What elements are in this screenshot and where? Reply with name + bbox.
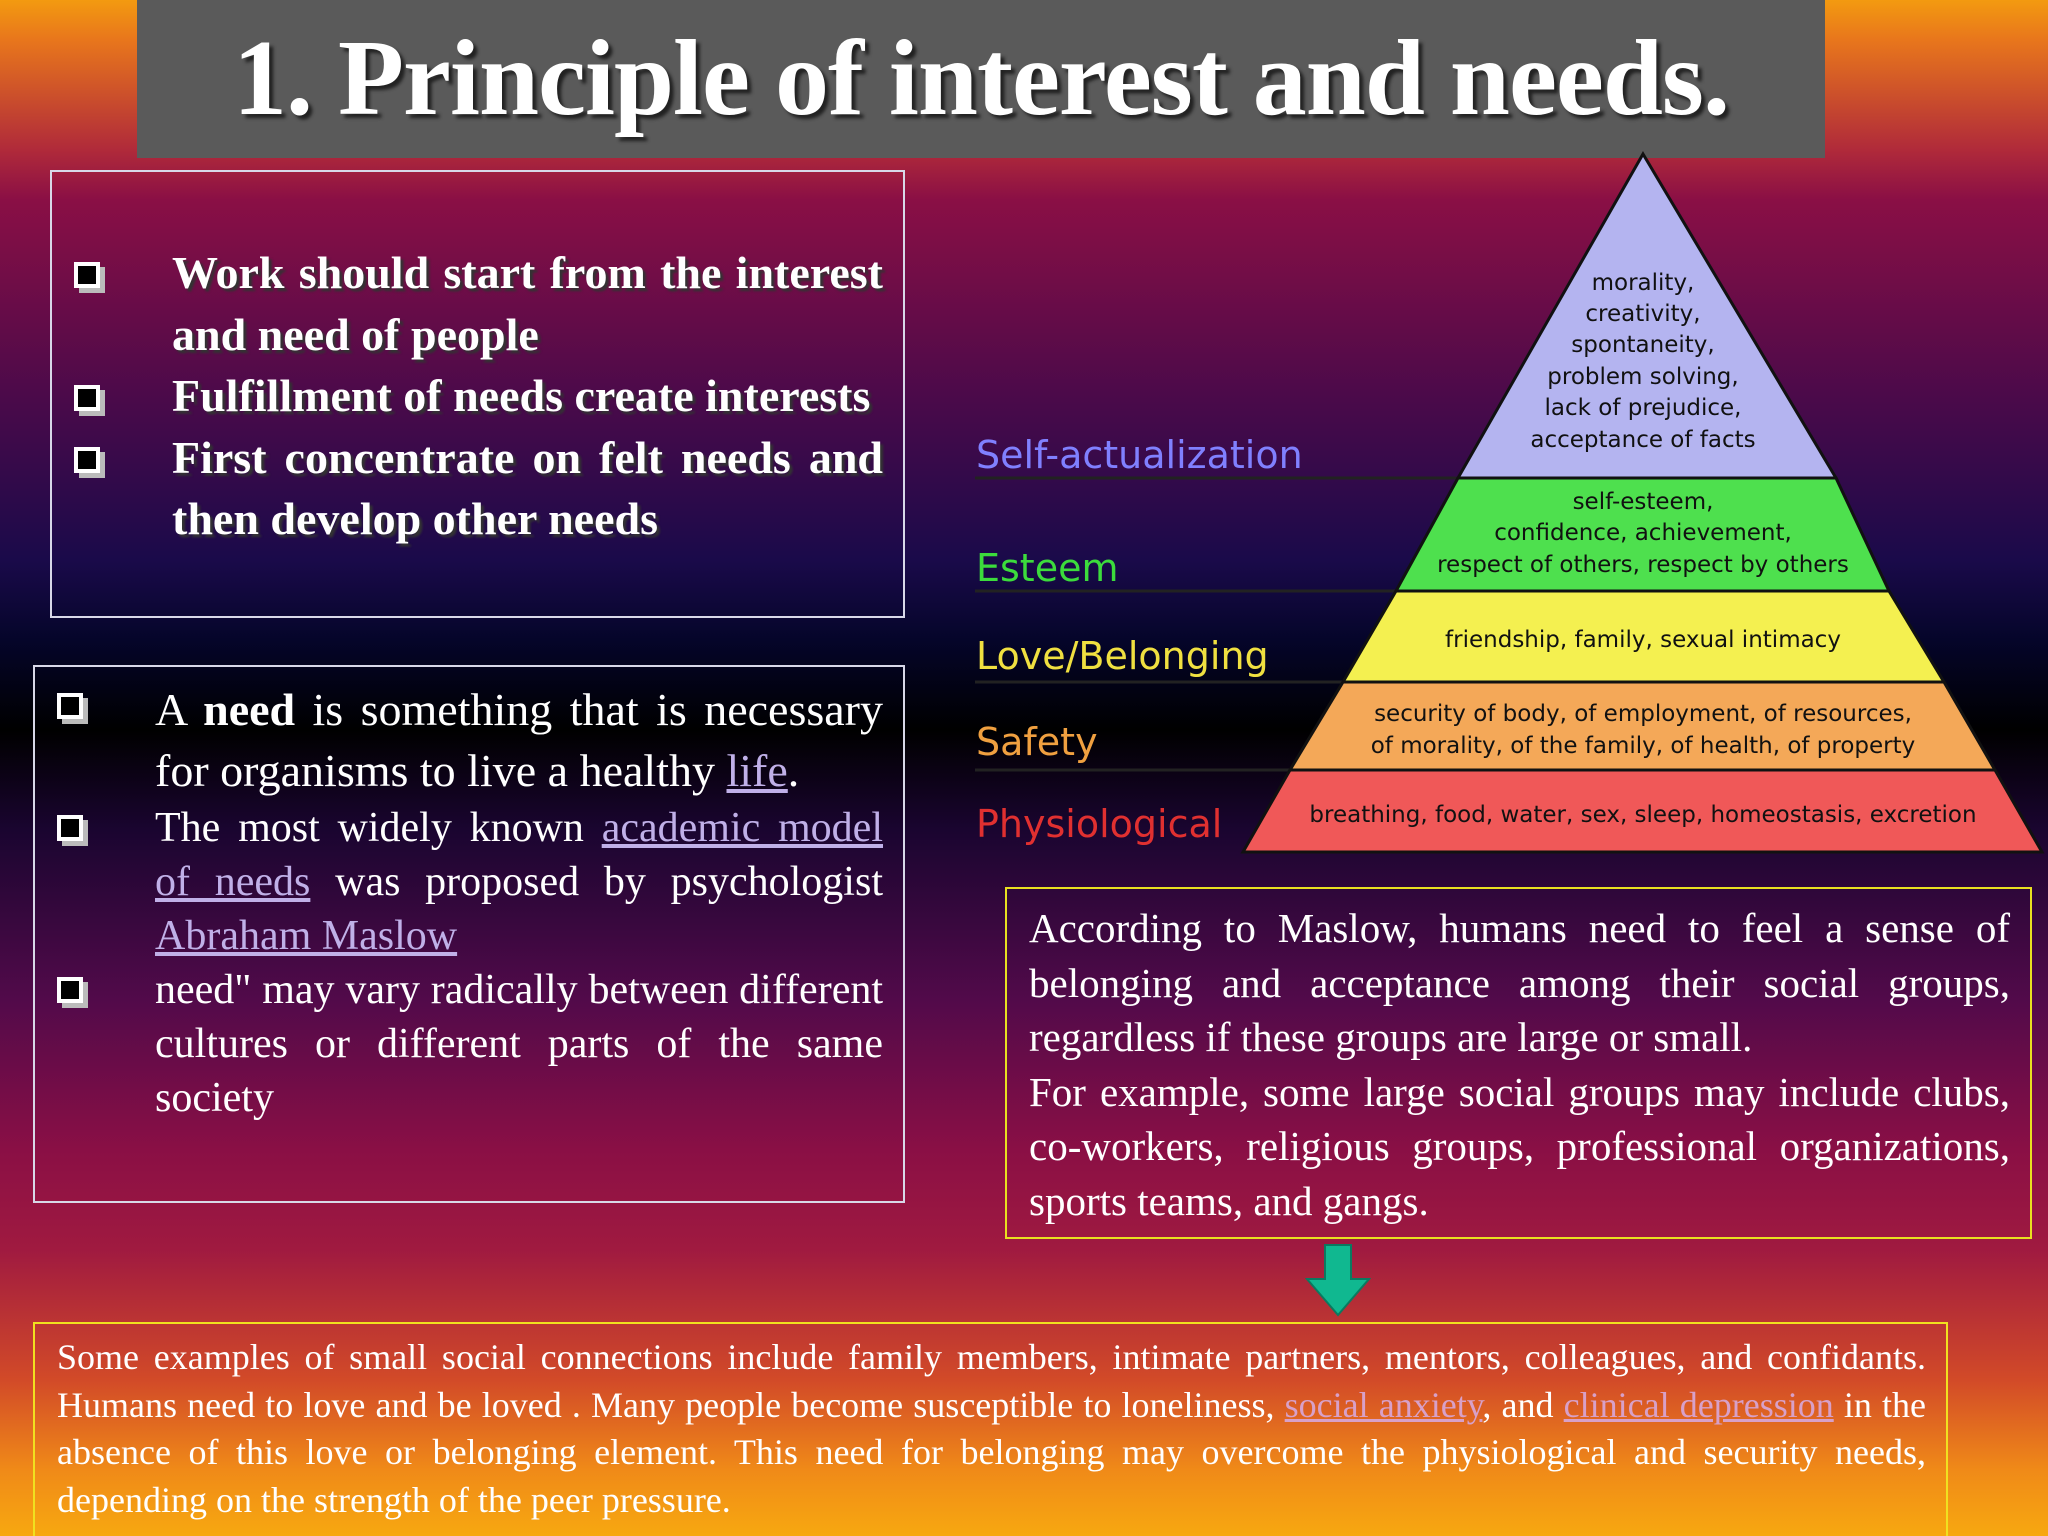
bullet-text: Work should start from the interest and … — [172, 247, 883, 360]
tier-text: problem solving, — [1547, 364, 1738, 390]
tier-text: self-esteem, — [1573, 489, 1714, 515]
abraham-maslow-link[interactable]: Abraham Maslow — [155, 913, 458, 959]
tier-text: security of body, of employment, of reso… — [1374, 701, 1912, 727]
tier-text: creativity, — [1585, 301, 1700, 327]
life-link[interactable]: life — [726, 745, 788, 796]
text-part: in the absence of this love or belonging… — [57, 1384, 1926, 1520]
tier-text: respect of others, respect by others — [1437, 552, 1849, 578]
level-label-physiological: Physiological — [976, 802, 1223, 846]
bullet-item: Work should start from the interest and … — [72, 242, 883, 365]
pyramid-diagram: morality, creativity, spontaneity, probl… — [975, 151, 2045, 854]
academic-model-link[interactable]: academic model of needs — [155, 805, 883, 905]
need-definition-box: A need is something that is necessary fo… — [33, 665, 905, 1203]
checkbox-bullet-icon — [57, 693, 83, 719]
bullet-item: The most widely known academic model of … — [55, 801, 883, 963]
checkbox-bullet-icon — [57, 977, 83, 1003]
social-anxiety-link[interactable]: social anxiety — [1284, 1384, 1483, 1425]
bullet-text: The most widely known academic model of … — [155, 801, 883, 963]
level-label-safety: Safety — [976, 720, 1098, 764]
text-part: A — [155, 684, 204, 735]
tier-text: acceptance of facts — [1530, 427, 1755, 453]
bullet-item: First concentrate on felt needs and then… — [72, 427, 883, 550]
bullet-text: Fulfillment of needs create interests — [172, 370, 871, 421]
checkbox-bullet-icon — [74, 446, 100, 473]
checkbox-bullet-icon — [74, 262, 100, 288]
bold-need: need — [203, 684, 296, 735]
down-arrow-icon — [1305, 1244, 1371, 1317]
paragraph: For example, some large social groups ma… — [1029, 1068, 2010, 1224]
bullet-text: First concentrate on felt needs and then… — [172, 431, 883, 545]
tier-text: friendship, family, sexual intimacy — [1445, 627, 1841, 653]
tier-text: confidence, achievement, — [1494, 520, 1792, 546]
bullet-text: A need is something that is necessary fo… — [155, 679, 883, 801]
maslow-belonging-box: According to Maslow, humans need to feel… — [1005, 887, 2032, 1239]
bullet-text: need" may vary radically between differe… — [155, 967, 883, 1121]
maslow-pyramid: morality, creativity, spontaneity, probl… — [960, 150, 2048, 870]
checkbox-bullet-icon — [57, 815, 83, 841]
text-part: , and — [1482, 1384, 1564, 1425]
small-connections-box: Some examples of small social connection… — [33, 1322, 1948, 1536]
text-part: The most widely known — [155, 805, 602, 851]
tier-text: breathing, food, water, sex, sleep, home… — [1309, 802, 1976, 828]
bullet-item: Fulfillment of needs create interests — [72, 365, 883, 427]
bullet-item: need" may vary radically between differe… — [55, 963, 883, 1125]
text-part: Some examples of small social connection… — [57, 1337, 1926, 1425]
level-label-love: Love/Belonging — [976, 634, 1269, 678]
tier-text: morality, — [1592, 270, 1695, 296]
paragraph: According to Maslow, humans need to feel… — [1029, 905, 2010, 1060]
title-bar: 1. Principle of interest and needs. — [137, 0, 1825, 158]
tier-text: lack of prejudice, — [1544, 395, 1741, 421]
tier-text: of morality, of the family, of health, o… — [1371, 733, 1916, 759]
tier-text: spontaneity, — [1571, 332, 1714, 358]
checkbox-bullet-icon — [74, 385, 100, 411]
level-label-self-actualization: Self-actualization — [976, 433, 1303, 477]
bullet-item: A need is something that is necessary fo… — [55, 679, 883, 801]
text-part: . — [787, 745, 800, 796]
text-part: is something that is necessary for organ… — [155, 684, 883, 796]
slide-title: 1. Principle of interest and needs. — [233, 19, 1730, 138]
tier-physiological — [1240, 768, 2045, 854]
text-part: was proposed by psychologist — [310, 859, 883, 905]
clinical-depression-link[interactable]: clinical depression — [1563, 1384, 1834, 1425]
level-label-esteem: Esteem — [976, 546, 1119, 590]
interest-needs-box: Work should start from the interest and … — [50, 170, 905, 618]
